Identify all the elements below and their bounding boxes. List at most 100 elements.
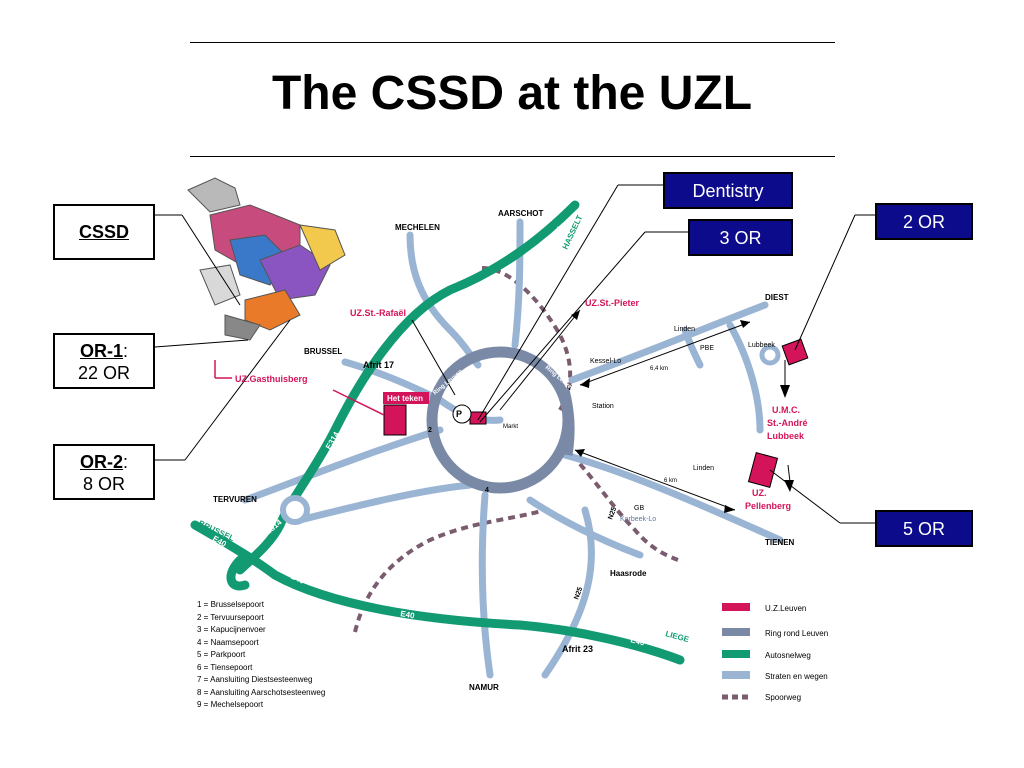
svg-text:U.M.C.: U.M.C. — [772, 405, 800, 415]
arrow-heads — [571, 310, 794, 513]
svg-text:6 km: 6 km — [664, 478, 677, 484]
railway-north — [481, 266, 573, 412]
motorway-e40 — [190, 520, 685, 665]
top-rule — [190, 42, 835, 43]
ring-extension-east — [560, 388, 575, 456]
legend-swatch-uz — [722, 603, 750, 611]
svg-text:AARSCHOT: AARSCHOT — [498, 209, 543, 218]
svg-text:DIEST: DIEST — [765, 293, 789, 302]
svg-text:St.-André: St.-André — [767, 418, 808, 428]
svg-text:Station: Station — [592, 403, 614, 410]
list-item: 8 = Aansluiting Aarschotsesteenweg — [197, 688, 325, 697]
list-item: 1 = Brusselsepoort — [197, 600, 265, 609]
motorways — [190, 200, 685, 665]
svg-text:P: P — [456, 409, 462, 419]
svg-text:Afrit 17: Afrit 17 — [363, 360, 394, 370]
svg-text:TIENEN: TIENEN — [765, 538, 795, 547]
svg-text:E314: E314 — [461, 301, 482, 319]
svg-text:Lubbeek: Lubbeek — [767, 431, 805, 441]
street-west-low — [296, 481, 474, 524]
svg-text:Linden: Linden — [674, 326, 695, 333]
map-legend: U.Z.Leuven Ring rond Leuven Autosnelweg … — [722, 603, 828, 702]
hospital-lubbeek — [781, 338, 809, 366]
svg-text:E40: E40 — [400, 609, 416, 620]
hospital-het-teken — [383, 404, 407, 436]
svg-text:N25: N25 — [607, 506, 618, 521]
motorway-e314 — [235, 200, 580, 575]
or1-label: OR-1 — [79, 341, 123, 361]
street-tervuren — [241, 426, 444, 504]
svg-text:UZ.Gasthuisberg: UZ.Gasthuisberg — [235, 374, 308, 384]
svg-text:UZ.: UZ. — [752, 488, 767, 498]
svg-text:Afrit 23: Afrit 23 — [562, 644, 593, 654]
numbered-list: 1 = Brusselsepoort 2 = Tervuursepoort 3 … — [197, 600, 325, 709]
street-brussel — [341, 358, 444, 404]
legend-item: U.Z.Leuven — [765, 604, 806, 613]
list-item: 4 = Naamsepoort — [197, 638, 259, 647]
legend-item: Straten en wegen — [765, 672, 828, 681]
or1-count: 22 OR — [77, 363, 131, 383]
list-item: 9 = Mechelsepoort — [197, 700, 264, 709]
svg-text:Lubbeek: Lubbeek — [748, 342, 775, 349]
street-east — [561, 451, 784, 544]
streets — [241, 218, 784, 679]
svg-text:2: 2 — [428, 427, 432, 434]
svg-text:Het teken: Het teken — [387, 394, 423, 403]
svg-text:TERVUREN: TERVUREN — [213, 495, 257, 504]
cssd-label: CSSD — [78, 222, 129, 242]
callout-3-or: 3 OR — [688, 219, 793, 256]
svg-text:PBE: PBE — [700, 345, 714, 352]
gasthuisberg-building — [187, 177, 346, 341]
callout-or2: OR-2: 8 OR — [53, 444, 155, 500]
street-diest — [568, 301, 769, 384]
legend-swatch-streets — [722, 671, 750, 679]
callout-dentistry: Dentistry — [663, 172, 793, 209]
hospitals — [383, 338, 809, 488]
bottom-rule — [190, 156, 835, 157]
svg-text:Markt: Markt — [503, 424, 518, 430]
svg-text:LIEGE: LIEGE — [664, 629, 690, 644]
list-item: 3 = Kapucijnenvoer — [197, 625, 266, 634]
railway-east — [570, 453, 679, 562]
svg-text:GB: GB — [634, 505, 644, 512]
street-n25 — [541, 506, 595, 679]
legend-item: Spoorweg — [765, 693, 801, 702]
svg-text:7: 7 — [568, 385, 572, 392]
list-item: 6 = Tiensepoort — [197, 663, 253, 672]
callout-or1: OR-1: 22 OR — [53, 333, 155, 389]
list-item: 2 = Tervuursepoort — [197, 613, 265, 622]
svg-text:UZ.St.-Rafaël: UZ.St.-Rafaël — [350, 308, 406, 318]
svg-text:4: 4 — [485, 487, 489, 494]
callout-lines — [154, 184, 875, 524]
street-aarschot — [511, 218, 524, 349]
legend-item: Ring rond Leuven — [765, 629, 828, 638]
railway-southwest — [353, 508, 546, 633]
or2-label: OR-2 — [79, 452, 123, 472]
svg-text:Pellenberg: Pellenberg — [745, 501, 791, 511]
svg-text:Linden: Linden — [693, 465, 714, 472]
hospital-pellenberg — [747, 452, 779, 488]
svg-text:UZ.St.-Pieter: UZ.St.-Pieter — [585, 298, 640, 308]
svg-text:Korbeek-Lo: Korbeek-Lo — [620, 516, 656, 523]
or2-count: 8 OR — [82, 474, 125, 494]
street-namur — [478, 491, 494, 679]
svg-text:E314: E314 — [324, 430, 341, 451]
svg-text:BRUSSEL: BRUSSEL — [304, 347, 342, 356]
motorway-e40-loop — [226, 555, 250, 591]
street-linden — [681, 326, 704, 369]
legend-swatch-ring — [722, 628, 750, 636]
railway-lines — [353, 266, 679, 633]
page-title: The CSSD at the UZL — [271, 67, 753, 120]
svg-text:6,4 km: 6,4 km — [650, 366, 668, 372]
svg-text:E40: E40 — [629, 635, 646, 648]
callout-5-or: 5 OR — [875, 510, 973, 547]
list-item: 7 = Aansluiting Diestsesteenweg — [197, 675, 312, 684]
list-item: 5 = Parkpoort — [197, 650, 246, 659]
street-mechelen — [406, 231, 482, 369]
callout-cssd: CSSD — [53, 204, 155, 260]
svg-text:Haasrode: Haasrode — [610, 569, 647, 578]
svg-text:Kessel-Lo: Kessel-Lo — [590, 358, 621, 365]
callout-2-or: 2 OR — [875, 203, 973, 240]
street-lubbeek — [726, 321, 764, 434]
